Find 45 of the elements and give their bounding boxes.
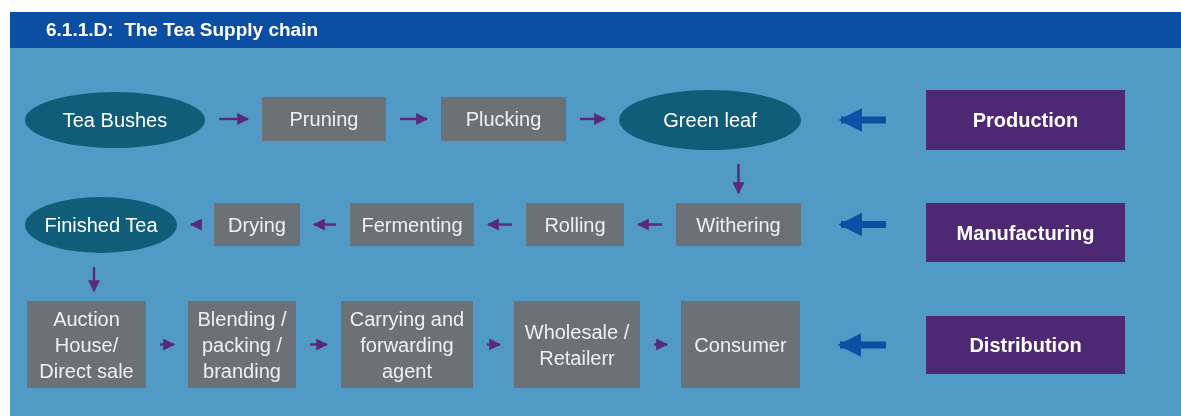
arrow — [189, 218, 202, 231]
arrow — [400, 113, 429, 125]
node-label: Carrying and forwarding agent — [348, 306, 466, 384]
arrow — [654, 338, 669, 351]
process-box — [350, 203, 474, 246]
arrow — [732, 164, 745, 195]
stage-box — [926, 203, 1125, 262]
node-label: Withering — [695, 212, 782, 238]
node-label: Drying — [227, 212, 287, 238]
arrow — [219, 113, 250, 125]
arrow — [486, 218, 512, 231]
node-label: Blending / packing / branding — [196, 306, 288, 384]
node-label: Rolling — [543, 212, 607, 238]
process-box — [681, 301, 800, 388]
arrow — [88, 267, 100, 293]
arrow — [312, 218, 336, 231]
node-label: Finished Tea — [43, 213, 159, 238]
title: 6.1.1.D: The Tea Supply chain — [46, 17, 319, 42]
process-box — [188, 301, 296, 388]
node-label: Plucking — [464, 107, 543, 132]
node-label: Manufacturing — [955, 220, 1096, 246]
stage-box — [926, 316, 1125, 374]
node-label: Production — [971, 108, 1080, 133]
process-box — [441, 97, 566, 141]
process-box — [27, 301, 146, 388]
node-label: Green leaf — [662, 108, 758, 133]
process-box — [514, 301, 640, 388]
arrow — [487, 338, 502, 351]
node-label: Tea Bushes — [61, 108, 169, 133]
node-label: Pruning — [288, 107, 360, 132]
node-label: Wholesale / Retailerr — [523, 319, 631, 371]
process-box — [526, 203, 624, 246]
process-box — [341, 301, 473, 388]
node-label: Consumer — [693, 332, 788, 358]
node-label: Fermenting — [360, 212, 464, 238]
arrow — [580, 113, 607, 125]
process-box — [262, 97, 386, 141]
arrow — [310, 338, 329, 351]
node-label: Auction House/ Direct sale — [38, 306, 135, 384]
arrow — [636, 218, 662, 231]
process-box — [676, 203, 801, 246]
node-label: Distribution — [968, 333, 1083, 358]
arrow — [160, 338, 176, 351]
stage-box — [926, 90, 1125, 150]
process-box — [214, 203, 300, 246]
